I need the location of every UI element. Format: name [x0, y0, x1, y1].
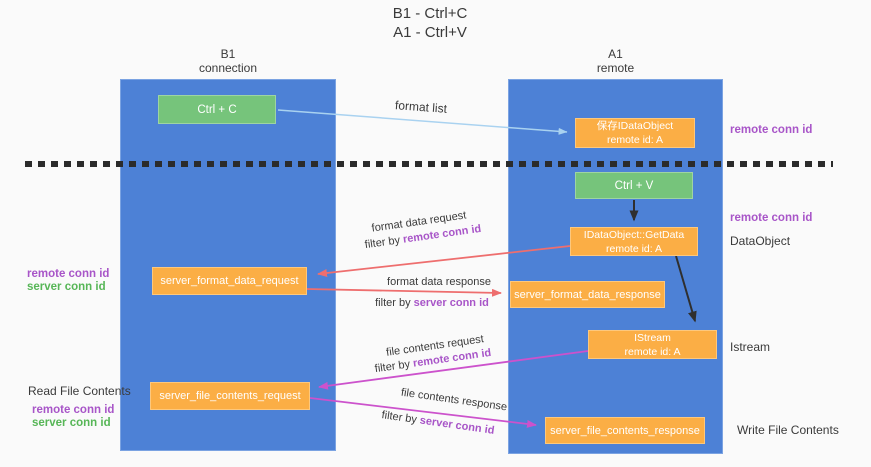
- lane-a1-subtitle: remote: [596, 61, 635, 75]
- node-saved-dataobject: 保存IDataObject remote id: A: [575, 118, 695, 148]
- label-conn-ids-bottom-left: remote conn id server conn id: [32, 404, 114, 430]
- node-getdata-line1: IDataObject::GetData: [583, 228, 685, 241]
- label-remote-conn-id-top-right: remote conn id: [730, 124, 813, 136]
- arrow-format-data-response: [306, 288, 502, 297]
- node-server-format-data-request-label: server_format_data_request: [160, 275, 299, 287]
- node-istream-line1: IStream: [634, 331, 671, 344]
- arrow-label-file-contents-response: file contents response: [400, 386, 508, 414]
- node-ctrl-v: Ctrl + V: [575, 172, 693, 199]
- node-saved-dataobject-line2: remote id: A: [606, 134, 664, 146]
- node-server-file-contents-response: server_file_contents_response: [545, 417, 705, 444]
- label-remote-conn-id-bottom-left: remote conn id: [32, 404, 115, 416]
- filter-by-prefix: filter by: [380, 409, 418, 426]
- filter-by-prefix: filter by: [374, 358, 411, 376]
- title-line-1: B1 - Ctrl+C: [392, 5, 468, 22]
- node-ctrl-c: Ctrl + C: [158, 95, 276, 124]
- filter-by-prefix: filter by: [375, 297, 411, 309]
- node-ctrl-v-label: Ctrl + V: [614, 179, 654, 192]
- arrow-label-filter-server-2: filter by server conn id: [377, 409, 499, 438]
- label-remote-conn-id-mid-left: remote conn id: [27, 268, 110, 280]
- lane-b1-title: B1: [220, 47, 236, 61]
- label-write-file-contents: Write File Contents: [737, 423, 839, 437]
- node-server-file-contents-request: server_file_contents_request: [150, 382, 310, 410]
- lane-b1-subtitle: connection: [198, 61, 258, 75]
- arrow-label-format-data-response: format data response: [387, 276, 491, 288]
- filter-server-conn-id: server conn id: [413, 297, 489, 309]
- label-dataobject: DataObject: [730, 234, 791, 248]
- node-server-format-data-response: server_format_data_response: [510, 281, 665, 308]
- node-server-file-contents-response-label: server_file_contents_response: [550, 424, 700, 437]
- label-conn-ids-mid-left: remote conn id server conn id: [27, 268, 109, 294]
- label-remote-conn-id-mid-right: remote conn id: [730, 212, 813, 224]
- node-server-format-data-request: server_format_data_request: [152, 267, 307, 295]
- title-line-2: A1 - Ctrl+V: [393, 24, 467, 41]
- node-istream-line2: remote id: A: [624, 345, 681, 358]
- node-server-file-contents-request-label: server_file_contents_request: [159, 390, 301, 402]
- label-read-file-contents: Read File Contents: [28, 384, 131, 398]
- lane-a1-title: A1: [608, 47, 623, 61]
- filter-by-prefix: filter by: [364, 234, 401, 252]
- node-istream: IStream remote id: A: [588, 330, 717, 359]
- node-ctrl-c-label: Ctrl + C: [197, 103, 237, 116]
- arrow-label-format-list: format list: [394, 98, 448, 116]
- label-server-conn-id-bottom-left: server conn id: [32, 417, 111, 429]
- node-server-format-data-response-label: server_format_data_response: [514, 288, 661, 301]
- filter-server-conn-id: server conn id: [418, 414, 496, 437]
- node-getdata-line2: remote id: A: [605, 242, 663, 255]
- arrow-label-filter-server-1: filter by server conn id: [371, 297, 493, 309]
- label-server-conn-id-mid-left: server conn id: [27, 281, 106, 293]
- node-saved-dataobject-line1: 保存IDataObject: [596, 120, 674, 132]
- dashed-separator-line: [25, 161, 833, 167]
- label-istream: Istream: [730, 340, 771, 354]
- lane-header-b1: B1 connection: [120, 47, 336, 75]
- diagram-title: B1 - Ctrl+C A1 - Ctrl+V: [265, 4, 595, 42]
- lane-header-a1: A1 remote: [508, 47, 723, 75]
- node-idataobject-getdata: IDataObject::GetData remote id: A: [570, 227, 698, 256]
